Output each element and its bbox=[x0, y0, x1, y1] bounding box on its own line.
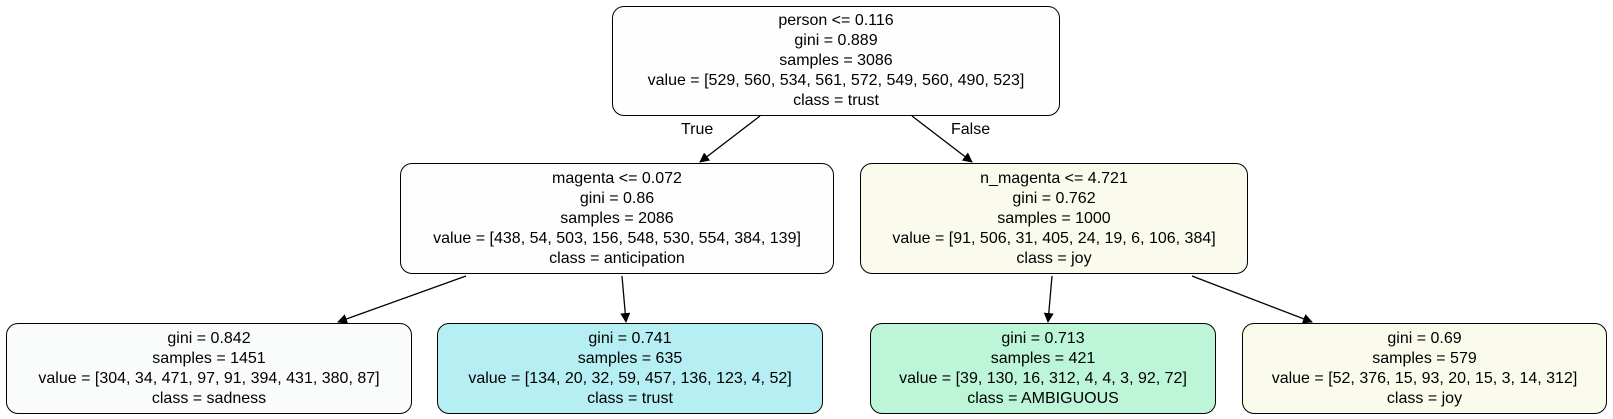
node-gini: gini = 0.762 bbox=[1012, 189, 1096, 207]
node-value: value = [39, 130, 16, 312, 4, 4, 3, 92, … bbox=[899, 369, 1187, 387]
node-gini: gini = 0.69 bbox=[1387, 329, 1462, 347]
edge-right-leaf4 bbox=[1191, 275, 1313, 324]
node-gini: gini = 0.741 bbox=[588, 329, 672, 347]
tree-node-right: n_magenta <= 4.721 gini = 0.762 samples … bbox=[860, 163, 1248, 274]
node-samples: samples = 635 bbox=[577, 349, 683, 367]
tree-leaf-2: gini = 0.741 samples = 635 value = [134,… bbox=[437, 323, 823, 414]
node-class: class = trust bbox=[793, 92, 879, 109]
node-value: value = [91, 506, 31, 405, 24, 19, 6, 10… bbox=[892, 229, 1216, 247]
node-samples: samples = 579 bbox=[1372, 349, 1477, 367]
edge-root-right bbox=[911, 115, 973, 163]
tree-node-left: magenta <= 0.072 gini = 0.86 samples = 2… bbox=[400, 163, 834, 274]
node-class: class = joy bbox=[1016, 249, 1092, 267]
node-gini: gini = 0.713 bbox=[1001, 329, 1085, 347]
node-class: class = anticipation bbox=[549, 249, 685, 267]
tree-leaf-4: gini = 0.69 samples = 579 value = [52, 3… bbox=[1242, 323, 1607, 414]
edge-label-true: True bbox=[681, 121, 714, 138]
node-class: class = AMBIGUOUS bbox=[967, 389, 1119, 407]
node-class: class = trust bbox=[587, 389, 673, 407]
edge-label-false: False bbox=[951, 121, 991, 138]
node-samples: samples = 1451 bbox=[152, 349, 266, 367]
node-gini: gini = 0.842 bbox=[167, 329, 251, 347]
edge-left-leaf1 bbox=[337, 275, 467, 324]
node-samples: samples = 3086 bbox=[779, 52, 893, 69]
node-split: person <= 0.116 bbox=[778, 12, 894, 29]
edge-root-left bbox=[699, 115, 761, 163]
node-samples: samples = 2086 bbox=[560, 209, 674, 227]
node-value: value = [529, 560, 534, 561, 572, 549, 5… bbox=[647, 72, 1025, 89]
tree-node-root: person <= 0.116 gini = 0.889 samples = 3… bbox=[612, 6, 1060, 116]
edge-left-leaf2 bbox=[620, 275, 631, 323]
node-value: value = [52, 376, 15, 93, 20, 15, 3, 14,… bbox=[1271, 369, 1578, 387]
node-class: class = sadness bbox=[151, 389, 267, 407]
edge-right-leaf3 bbox=[1043, 275, 1054, 323]
node-samples: samples = 421 bbox=[990, 349, 1096, 367]
node-class: class = joy bbox=[1386, 389, 1463, 407]
node-value: value = [134, 20, 32, 59, 457, 136, 123,… bbox=[468, 369, 792, 387]
node-split: magenta <= 0.072 bbox=[552, 169, 682, 187]
node-split: n_magenta <= 4.721 bbox=[980, 169, 1128, 187]
node-gini: gini = 0.889 bbox=[794, 32, 878, 49]
tree-leaf-3: gini = 0.713 samples = 421 value = [39, … bbox=[870, 323, 1216, 414]
node-samples: samples = 1000 bbox=[997, 209, 1111, 227]
node-gini: gini = 0.86 bbox=[579, 189, 655, 207]
node-value: value = [304, 34, 471, 97, 91, 394, 431,… bbox=[38, 369, 380, 387]
tree-leaf-1: gini = 0.842 samples = 1451 value = [304… bbox=[6, 323, 412, 414]
node-value: value = [438, 54, 503, 156, 548, 530, 55… bbox=[433, 229, 801, 247]
